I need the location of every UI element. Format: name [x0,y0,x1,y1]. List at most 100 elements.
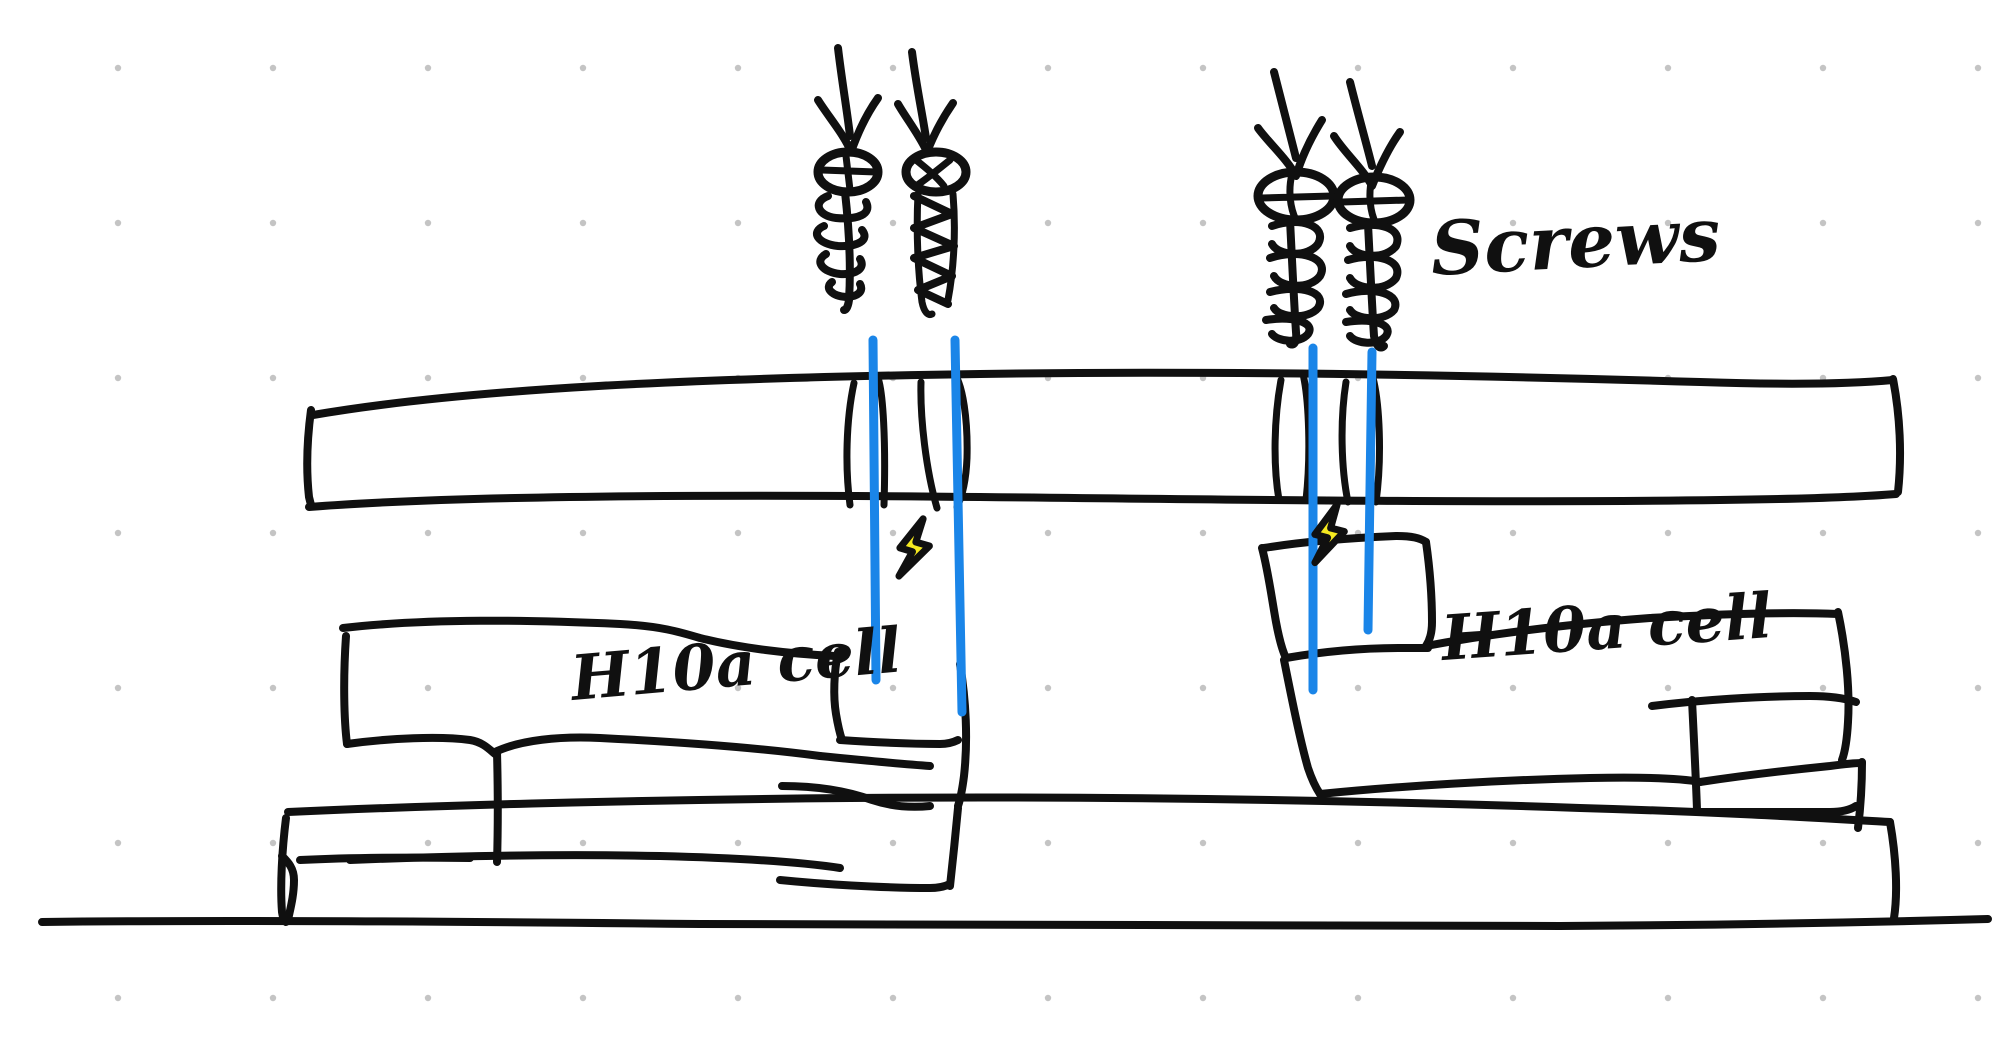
grid-dot [1819,684,1827,692]
hole-3-right [1299,370,1313,504]
grid-dot [1509,64,1517,72]
grid-dot [1974,219,1982,227]
top-beam-lower-edge [305,490,1900,511]
cell-left-left-edge [340,632,351,748]
grid-dot [114,219,122,227]
screw-4-threads-helix [1342,220,1402,347]
grid-dot [269,374,277,382]
ink-layer [38,44,1992,932]
screw-4-tip [1364,220,1388,352]
cell-right-left-edge [1280,656,1324,798]
cell-left-lower-bottom [776,876,954,892]
grid-dot [889,529,897,537]
grid-dot [579,219,587,227]
grid-dot [734,219,742,227]
grid-dot [269,839,277,847]
grid-dot [1354,839,1362,847]
grid-dot [734,839,742,847]
blue-axis-lines[interactable] [868,335,1377,717]
screw-3-threads-helix [1262,218,1326,345]
screw-3 [1253,68,1339,349]
grid-dot [114,994,122,1002]
grid-dot [1199,529,1207,537]
grid-dot [424,374,432,382]
grid-dot [114,374,122,382]
screw-4-head-slot [1338,174,1412,228]
text-labels: Screws H10a cell H10a cell [566,192,1774,715]
grid-dot [269,684,277,692]
screw-2-shaft-outline-r [944,190,958,304]
cell-right-step-top [1648,692,1860,710]
top-beam-upper-edge [309,368,1897,419]
grid-dot [1664,684,1672,692]
cell-right-step-v [1688,696,1701,814]
screw-2-arrow-shaft [908,48,930,142]
cell-left-label: H10a cell [566,613,904,715]
cell-left-step-h2 [491,733,824,760]
grid-dot [114,64,122,72]
top-beam-left-edge [303,406,315,509]
screw-4-arrow-shaft [1346,78,1376,170]
screw-4 [1330,78,1415,352]
grid-dot [1199,684,1207,692]
grid-dot [889,64,897,72]
lightning-bolt-icon [1311,501,1348,567]
grid-dot [424,684,432,692]
grid-dot [424,839,432,847]
grid-dot [1819,219,1827,227]
screw-2-head [901,147,971,197]
grid-dot [1044,839,1052,847]
grid-dot [1509,219,1517,227]
grid-dot [734,994,742,1002]
grid-dot [1974,529,1982,537]
screw-3-tip [1286,216,1301,349]
grid-dot [1044,529,1052,537]
cell-right-tab-left-edge [1258,544,1290,662]
grid-dot [424,64,432,72]
top-beam [303,368,1905,511]
grid-dot [1199,64,1207,72]
grid-dot [889,219,897,227]
grid-dot [734,684,742,692]
cell-left-lower-body-top [816,752,934,770]
blue-line-4[interactable] [1363,347,1377,635]
screw-1-head-slot [818,152,880,194]
grid-dot [1974,374,1982,382]
base-slab-left-nub [278,852,298,924]
grid-dot [1199,839,1207,847]
cell-left-top-edge [339,616,839,660]
grid-dot [1819,994,1827,1002]
blue-line-2[interactable] [950,335,967,717]
screw-2-shaft-outline [913,190,936,318]
blue-line-1[interactable] [868,335,881,685]
grid-dot [734,529,742,537]
grid-dot [1044,684,1052,692]
screw-1-threads [813,192,872,301]
cell-left-notch-bottom [296,853,474,864]
grid-dot [889,684,897,692]
ground-line [38,915,1992,932]
lightning-bolt-icon [895,515,933,580]
grid-dot [579,994,587,1002]
grid-dot [1974,64,1982,72]
grid-dot [114,839,122,847]
cell-left-step-v [493,748,502,866]
base-slab-top-edge [284,793,1894,826]
hole-1-left [843,379,858,509]
base-slab-right-edge [1886,818,1901,922]
cell-right-body-top [1422,609,1842,650]
grid-dot [579,64,587,72]
grid-dot [1509,529,1517,537]
grid-dot [734,64,742,72]
grid-dot [579,529,587,537]
grid-dot [269,64,277,72]
grid-dot [579,684,587,692]
top-beam-right-edge [1889,375,1905,496]
grid-dot [1509,994,1517,1002]
cell-right-right-edge [1834,608,1853,764]
grid-dot [1199,994,1207,1002]
cell-right-label: H10a cell [1437,579,1774,675]
grid-dot [1044,64,1052,72]
